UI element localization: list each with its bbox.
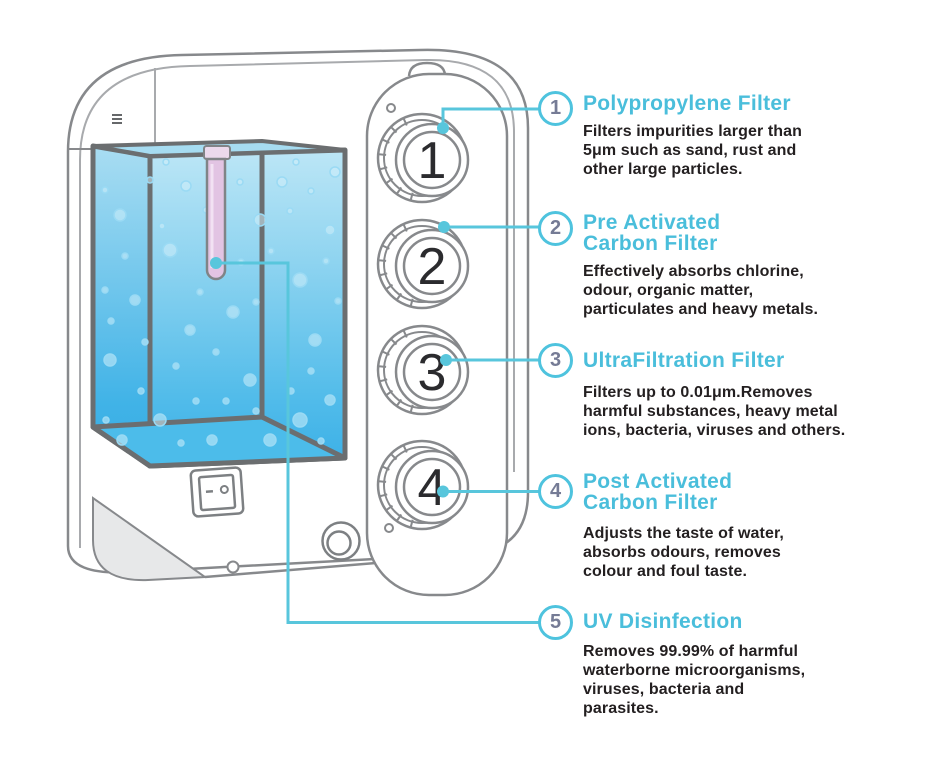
- callout-connectors: [216, 107, 540, 624]
- connector-dot-5: [210, 257, 222, 269]
- tank-bottom-face: [90, 414, 348, 469]
- filter-number-2: 2: [418, 238, 447, 296]
- base-foot-left: [92, 496, 208, 582]
- callout-title: Polypropylene Filter: [583, 92, 791, 115]
- connector-1: [441, 107, 540, 128]
- callout-number-badge: 3: [538, 343, 573, 378]
- callout-description: Adjusts the taste of water, absorbs odou…: [583, 525, 784, 580]
- filter-cartridge-2: 2: [376, 218, 470, 310]
- connector-dot-2: [438, 221, 450, 233]
- callout-number-badge: 5: [538, 605, 573, 640]
- panel-screw-bottom: [384, 523, 394, 533]
- drain-port: [321, 521, 361, 561]
- tank-left-face: [90, 143, 153, 469]
- callout-number-badge: 1: [538, 91, 573, 126]
- callout-title: UltraFiltration Filter: [583, 349, 785, 372]
- callout-title: UV Disinfection: [583, 610, 743, 633]
- callout-number-badge: 4: [538, 474, 573, 509]
- callout-description: Filters up to 0.01μm.Removes harmful sub…: [583, 384, 846, 439]
- panel-screw-top: [386, 103, 396, 113]
- callout-number-badge: 2: [538, 211, 573, 246]
- uv-lamp: [203, 145, 231, 281]
- filter-number-1: 1: [418, 132, 447, 190]
- connector-5: [216, 261, 540, 624]
- uv-lamp-cap: [203, 145, 231, 160]
- filter-cartridge-4: 4: [376, 439, 470, 531]
- filter-cartridge-1: 1: [376, 112, 470, 204]
- callout-description: Effectively absorbs chlorine, odour, org…: [583, 263, 819, 318]
- callout-description: Filters impurities larger than 5μm such …: [583, 123, 803, 178]
- base-notch: [226, 560, 240, 574]
- callout-description: Removes 99.99% of harmful waterborne mic…: [583, 643, 806, 717]
- connector-dot-3: [440, 354, 452, 366]
- brand-mark: [112, 114, 122, 124]
- water-bubbles: [101, 158, 342, 447]
- callout-title: Pre Activated Carbon Filter: [583, 211, 721, 255]
- power-switch[interactable]: [189, 466, 245, 518]
- filter-number-3: 3: [418, 344, 447, 402]
- connector-dot-4: [437, 485, 449, 498]
- connector-dot-1: [437, 122, 449, 134]
- device-body-inner-line: [79, 58, 515, 548]
- filter-cartridge-3: 3: [376, 324, 470, 416]
- connector-dots: [210, 122, 452, 498]
- callout-title: Post Activated Carbon Filter: [583, 470, 733, 514]
